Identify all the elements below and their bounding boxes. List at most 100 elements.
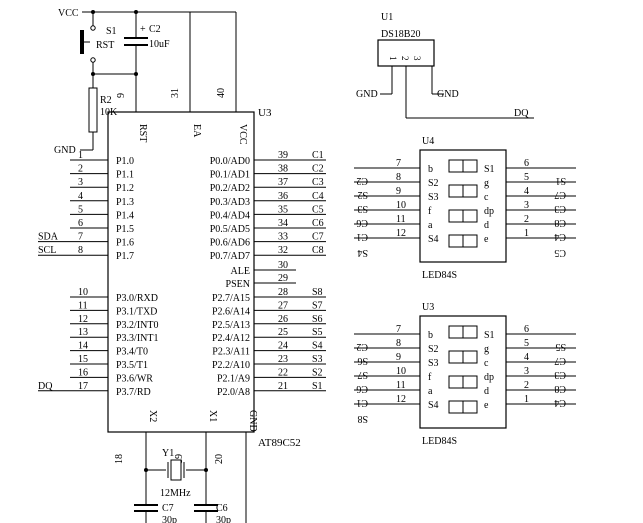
mcu-net-label: C3 — [312, 177, 324, 188]
mcu-net-label: SDA — [38, 232, 59, 243]
mcu-pin-label: EA — [191, 124, 202, 138]
crystal-circuit: Y1 12MHz C7 30p C6 30p — [134, 432, 247, 523]
mcu-pin-label: P2.2/A10 — [212, 360, 250, 371]
mcu-pin-number: 12 — [78, 314, 88, 325]
mcu-pin-number: 2 — [78, 164, 83, 175]
cap2-value: 30p — [216, 515, 231, 523]
led-pin-number: 2 — [524, 214, 529, 225]
mcu-ref: U3 — [258, 107, 272, 119]
mcu-pin-label: P3.4/T0 — [116, 347, 148, 358]
mcu-pin-label: P3.3/INT1 — [116, 333, 159, 344]
mcu-pin-number: 25 — [278, 327, 288, 338]
led-pin-label: a — [428, 220, 433, 231]
led-pin-number: 9 — [396, 186, 401, 197]
led-net-label: S1 — [555, 175, 566, 186]
mcu-net-label: C2 — [312, 164, 324, 175]
junction-dot — [204, 468, 208, 472]
mcu-net-label: S3 — [312, 354, 323, 365]
sensor-pin-3: 3 — [412, 56, 422, 61]
mcu-net-label: S1 — [312, 381, 323, 392]
sensor-gnd-label: GND — [437, 89, 459, 100]
mcu-pin-number: 23 — [278, 354, 288, 365]
mcu-pin-label: P0.5/AD5 — [210, 224, 250, 235]
led-net-label: C4 — [554, 397, 566, 408]
mcu-pin-number: 1 — [78, 150, 83, 161]
mcu-pin-label: P2.0/A8 — [217, 387, 250, 398]
mcu-pin-number: 30 — [278, 260, 288, 271]
led-pin-number: 8 — [396, 338, 401, 349]
led-net-label: C4 — [554, 231, 566, 242]
led-pin-number: 1 — [524, 228, 529, 239]
led-pin-number: 10 — [396, 200, 406, 211]
led-pin-number: 6 — [524, 158, 529, 169]
led-display-u3: U3LED84S7b8S2C29S3S610fS711aC612S4C1S86S… — [354, 302, 576, 447]
mcu-net-label: C1 — [312, 150, 324, 161]
temperature-sensor: U1 DS18B20 1 2 3 GND GND DQ — [356, 12, 534, 119]
vcc-label: VCC — [58, 8, 79, 19]
led-pin-label: S3 — [428, 358, 439, 369]
mcu-pin-number: 5 — [78, 204, 83, 215]
mcu-pin-number: 39 — [278, 150, 288, 161]
mcu-pin-number: 26 — [278, 314, 288, 325]
mcu-net-label: C7 — [312, 232, 324, 243]
mcu-pin-label: P0.6/AD6 — [210, 238, 250, 249]
reset-circuit: VCC S1 RST + C2 10uF R2 10K GND — [54, 8, 170, 156]
mcu-net-label: S4 — [312, 341, 323, 352]
mcu-pin-label: P0.0/AD0 — [210, 156, 250, 167]
led-pin-label: S1 — [484, 330, 495, 341]
led-pin-number: 1 — [524, 394, 529, 405]
led-ref: U4 — [422, 136, 434, 147]
led-pin-number: 8 — [396, 172, 401, 183]
sensor-body — [377, 39, 435, 67]
mcu-pin-number: 18 — [114, 454, 125, 464]
led-net-label: S6 — [357, 355, 368, 366]
mcu-net-label: C4 — [312, 191, 324, 202]
resistor-icon — [88, 87, 98, 133]
led-digit-icon — [448, 400, 464, 414]
led-pin-number: 3 — [524, 200, 529, 211]
mcu-pin-label: X1 — [207, 410, 218, 422]
led-pin-number: 11 — [396, 214, 406, 225]
switch-contact-icon — [90, 57, 96, 63]
mcu-pin-number: 6 — [78, 218, 83, 229]
led-net-label: C6 — [356, 383, 368, 394]
mcu-pin-label: P1.2 — [116, 183, 134, 194]
sensor-gnd-label: GND — [356, 89, 378, 100]
switch-name: RST — [96, 40, 114, 51]
mcu-pin-number: 32 — [278, 245, 288, 256]
mcu-pin-label: P3.7/RD — [116, 387, 151, 398]
led-pin-label: S4 — [428, 234, 439, 245]
led-pin-number: 7 — [396, 158, 401, 169]
led-pin-label: b — [428, 330, 433, 341]
mcu-pin-label: ALE — [231, 266, 250, 277]
mcu-pin-number: 17 — [78, 381, 88, 392]
led-digit-icon — [448, 209, 464, 223]
led-pin-label: f — [428, 372, 432, 383]
sensor-part: DS18B20 — [381, 29, 420, 40]
led-pin-number: 4 — [524, 186, 529, 197]
mcu-pin-label: P1.5 — [116, 224, 134, 235]
mcu-pin-number: 16 — [78, 367, 88, 378]
led-net-label: C7 — [554, 355, 566, 366]
mcu-pin-number: 37 — [278, 177, 288, 188]
led-net-label: S4 — [357, 247, 368, 258]
led-net-label: C1 — [356, 231, 368, 242]
push-button-icon — [80, 30, 84, 54]
led-net-label: S7 — [357, 369, 368, 380]
mcu-pin-number: 27 — [278, 300, 288, 311]
led-digit-icon — [448, 325, 464, 339]
led-digit-icon — [462, 184, 478, 198]
led-net-label: C2 — [356, 341, 368, 352]
mcu-pin-label: GND — [247, 410, 258, 432]
mcu-pin-label: P2.5/A13 — [212, 320, 250, 331]
mcu-pin-label: P1.1 — [116, 170, 134, 181]
led-pin-number: 12 — [396, 394, 406, 405]
led-pin-number: 7 — [396, 324, 401, 335]
led-pin-label: a — [428, 386, 433, 397]
mcu-pin-number: 8 — [78, 245, 83, 256]
led-pin-label: S1 — [484, 164, 495, 175]
mcu-pin-label: P1.7 — [116, 251, 134, 262]
gnd-label: GND — [54, 145, 76, 156]
